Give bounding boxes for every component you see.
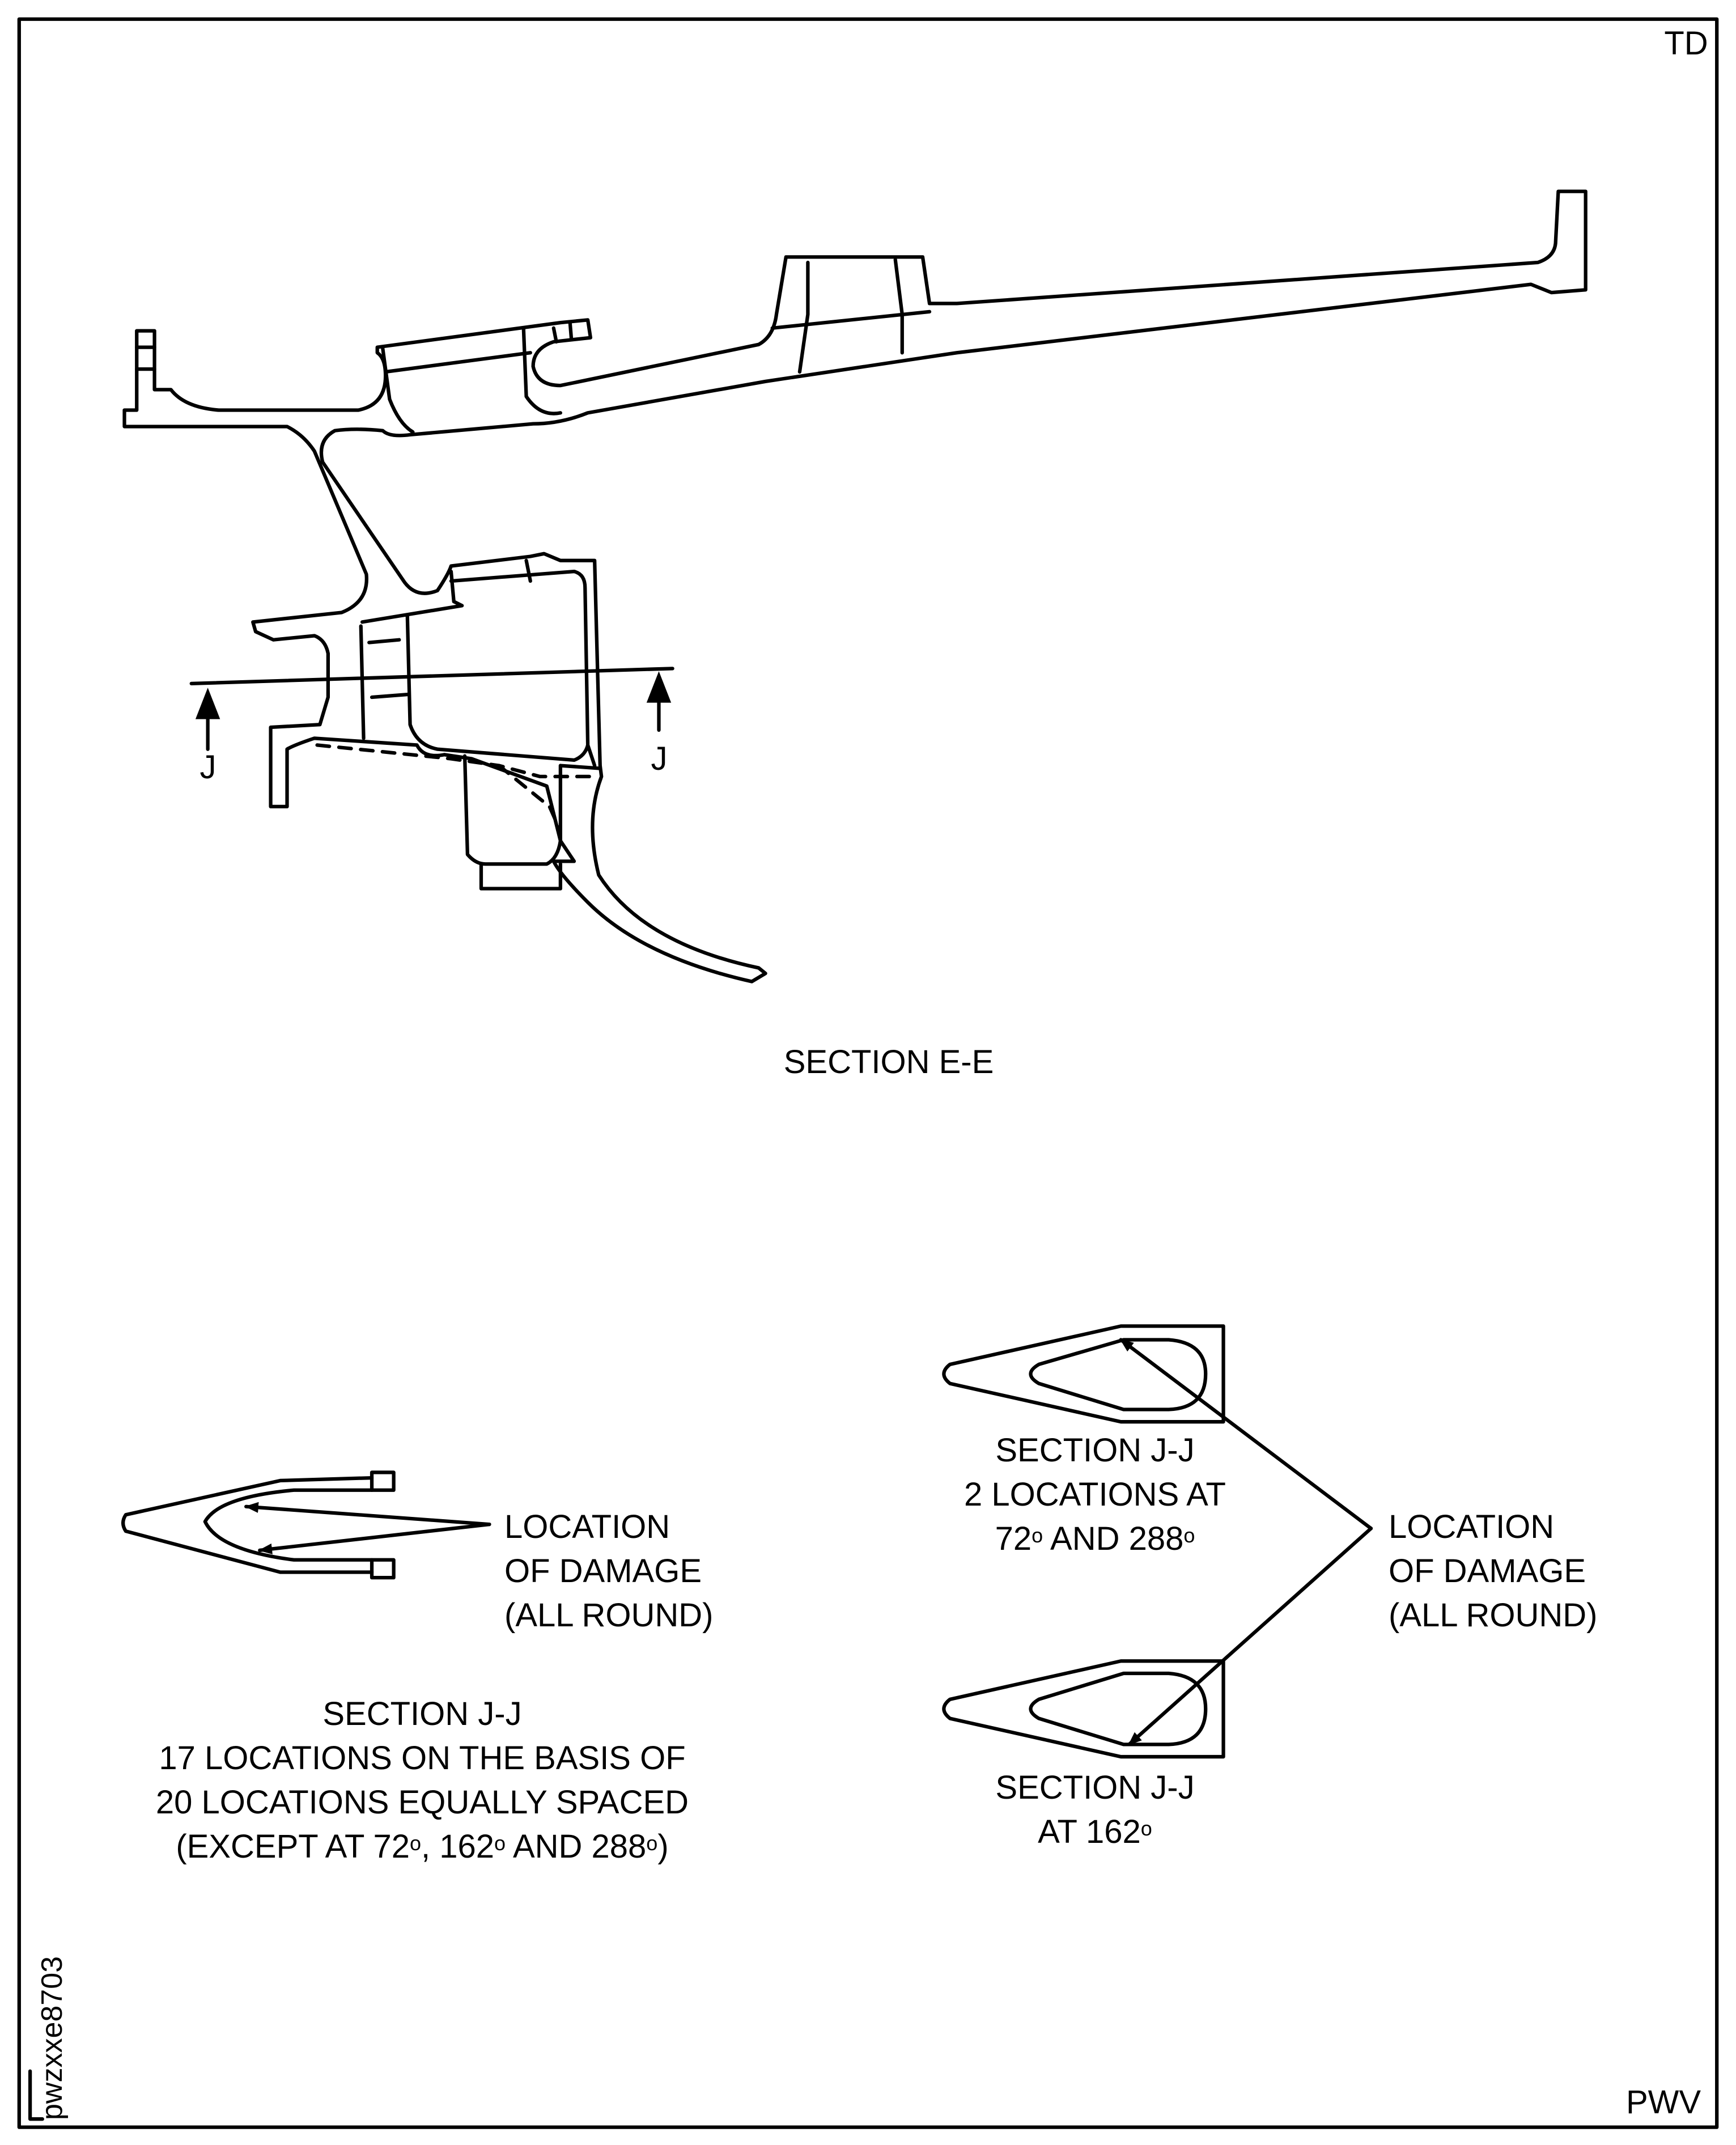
cut-arrow-left <box>195 688 220 751</box>
lower-caption: SECTION J-J AT 162o <box>995 1769 1195 1850</box>
figure-id: pwzxxe8703 <box>36 1956 69 2120</box>
cut-label-right: J <box>651 740 668 777</box>
section-ee-drawing <box>122 189 1588 984</box>
section-jj-upper-drawing <box>942 1324 1225 1424</box>
upper-caption: SECTION J-J 2 LOCATIONS AT 72o AND 288o <box>964 1432 1226 1557</box>
corner-label-td: TD <box>1664 25 1708 62</box>
cut-arrow-right <box>646 671 672 732</box>
figure-id-bracket <box>28 2069 44 2121</box>
cut-label-left: J <box>200 749 217 786</box>
cut-line-j-j <box>189 667 674 685</box>
section-jj-left-drawing <box>121 1470 491 1580</box>
section-ee-title: SECTION E-E <box>783 1044 994 1080</box>
corner-label-pwv: PWV <box>1625 2084 1701 2121</box>
section-jj-lower-drawing <box>942 1659 1225 1759</box>
frame-border <box>17 17 1719 2129</box>
